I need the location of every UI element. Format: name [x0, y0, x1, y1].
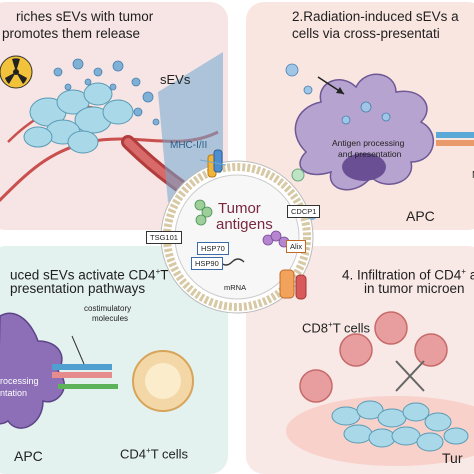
costim-label-1: costimulatory [84, 304, 132, 313]
apc-label: APC [14, 448, 43, 464]
panel1-title-line1: riches sEVs with tumor [16, 9, 154, 24]
panel4-title-line2: in tumor microen [364, 281, 465, 296]
panel4-title-line1: 4. Infiltration of CD4+ a [342, 263, 474, 284]
sevs-label: sEVs [160, 72, 191, 87]
tumor-vessel-illustration [0, 52, 225, 222]
processing-label-2: and presentation [338, 149, 402, 159]
processing-label-2: ntation [0, 388, 28, 398]
side-label: M [472, 170, 474, 181]
apc-illustration [285, 63, 474, 191]
tumor-infiltration-illustration [286, 311, 474, 466]
cd8-label-pre: CD8 [302, 320, 329, 336]
tumor-antigens-label-2: antigens [216, 216, 273, 233]
panel3-title-text: uced sEVs activate CD4 [10, 267, 156, 283]
panel3-title-sup: + [155, 267, 161, 276]
tumor-label: Tur [442, 450, 463, 466]
mhc-label: MHC-I/II [170, 140, 208, 151]
cd4-label-pre: CD4 [120, 446, 147, 462]
panel3-title-line1: uced sEVs activate CD4+T [10, 263, 169, 284]
panel-cd4-activation: uced sEVs activate CD4+T presentation pa… [0, 246, 228, 474]
cd4-label-post: T cells [150, 446, 189, 462]
cdcp1-tag: CDCP1 [287, 205, 321, 218]
cd8-tcell-label: CD8+T cells [302, 320, 370, 335]
panel4-title-text: 4. Infiltration of CD4 [342, 267, 462, 283]
panel4-title-sup: + [461, 267, 466, 276]
panel-tumor-infiltration: 4. Infiltration of CD4+ a in tumor micro… [246, 246, 474, 474]
costim-label-2: molecules [92, 314, 129, 323]
panel3-title-tail: T [160, 267, 169, 283]
cd4-activation-illustration [0, 312, 194, 429]
hsp90-tag: HSP90 [191, 257, 223, 270]
tumor-antigens-label-1: Tumor [218, 200, 261, 217]
panel2-title-line2: cells via cross-presentati [292, 26, 440, 41]
hsp70-tag: HSP70 [197, 242, 229, 255]
panel1-title-line2: promotes them release [2, 26, 141, 41]
panel4-title-tail: a [469, 267, 474, 283]
tsg101-tag: TSG101 [146, 231, 182, 244]
panel3-title-line2: presentation pathways [10, 281, 146, 296]
processing-label-1: Antigen processing [332, 138, 405, 148]
alix-tag: Alix [286, 240, 307, 253]
processing-label-1: rocessing [0, 376, 39, 386]
cd4-label-sup: + [146, 446, 151, 455]
cd8-label-post: T cells [332, 320, 371, 336]
apc-label: APC [406, 208, 435, 224]
mrna-label: mRNA [224, 283, 247, 292]
panel2-title-line1: 2.Radiation-induced sEVs a [292, 9, 459, 24]
panel-radiation-enriches-sevs: riches sEVs with tumor promotes them rel… [0, 2, 228, 230]
cd4-tcell-label: CD4+T cells [120, 446, 188, 461]
cd8-label-sup: + [328, 320, 333, 329]
